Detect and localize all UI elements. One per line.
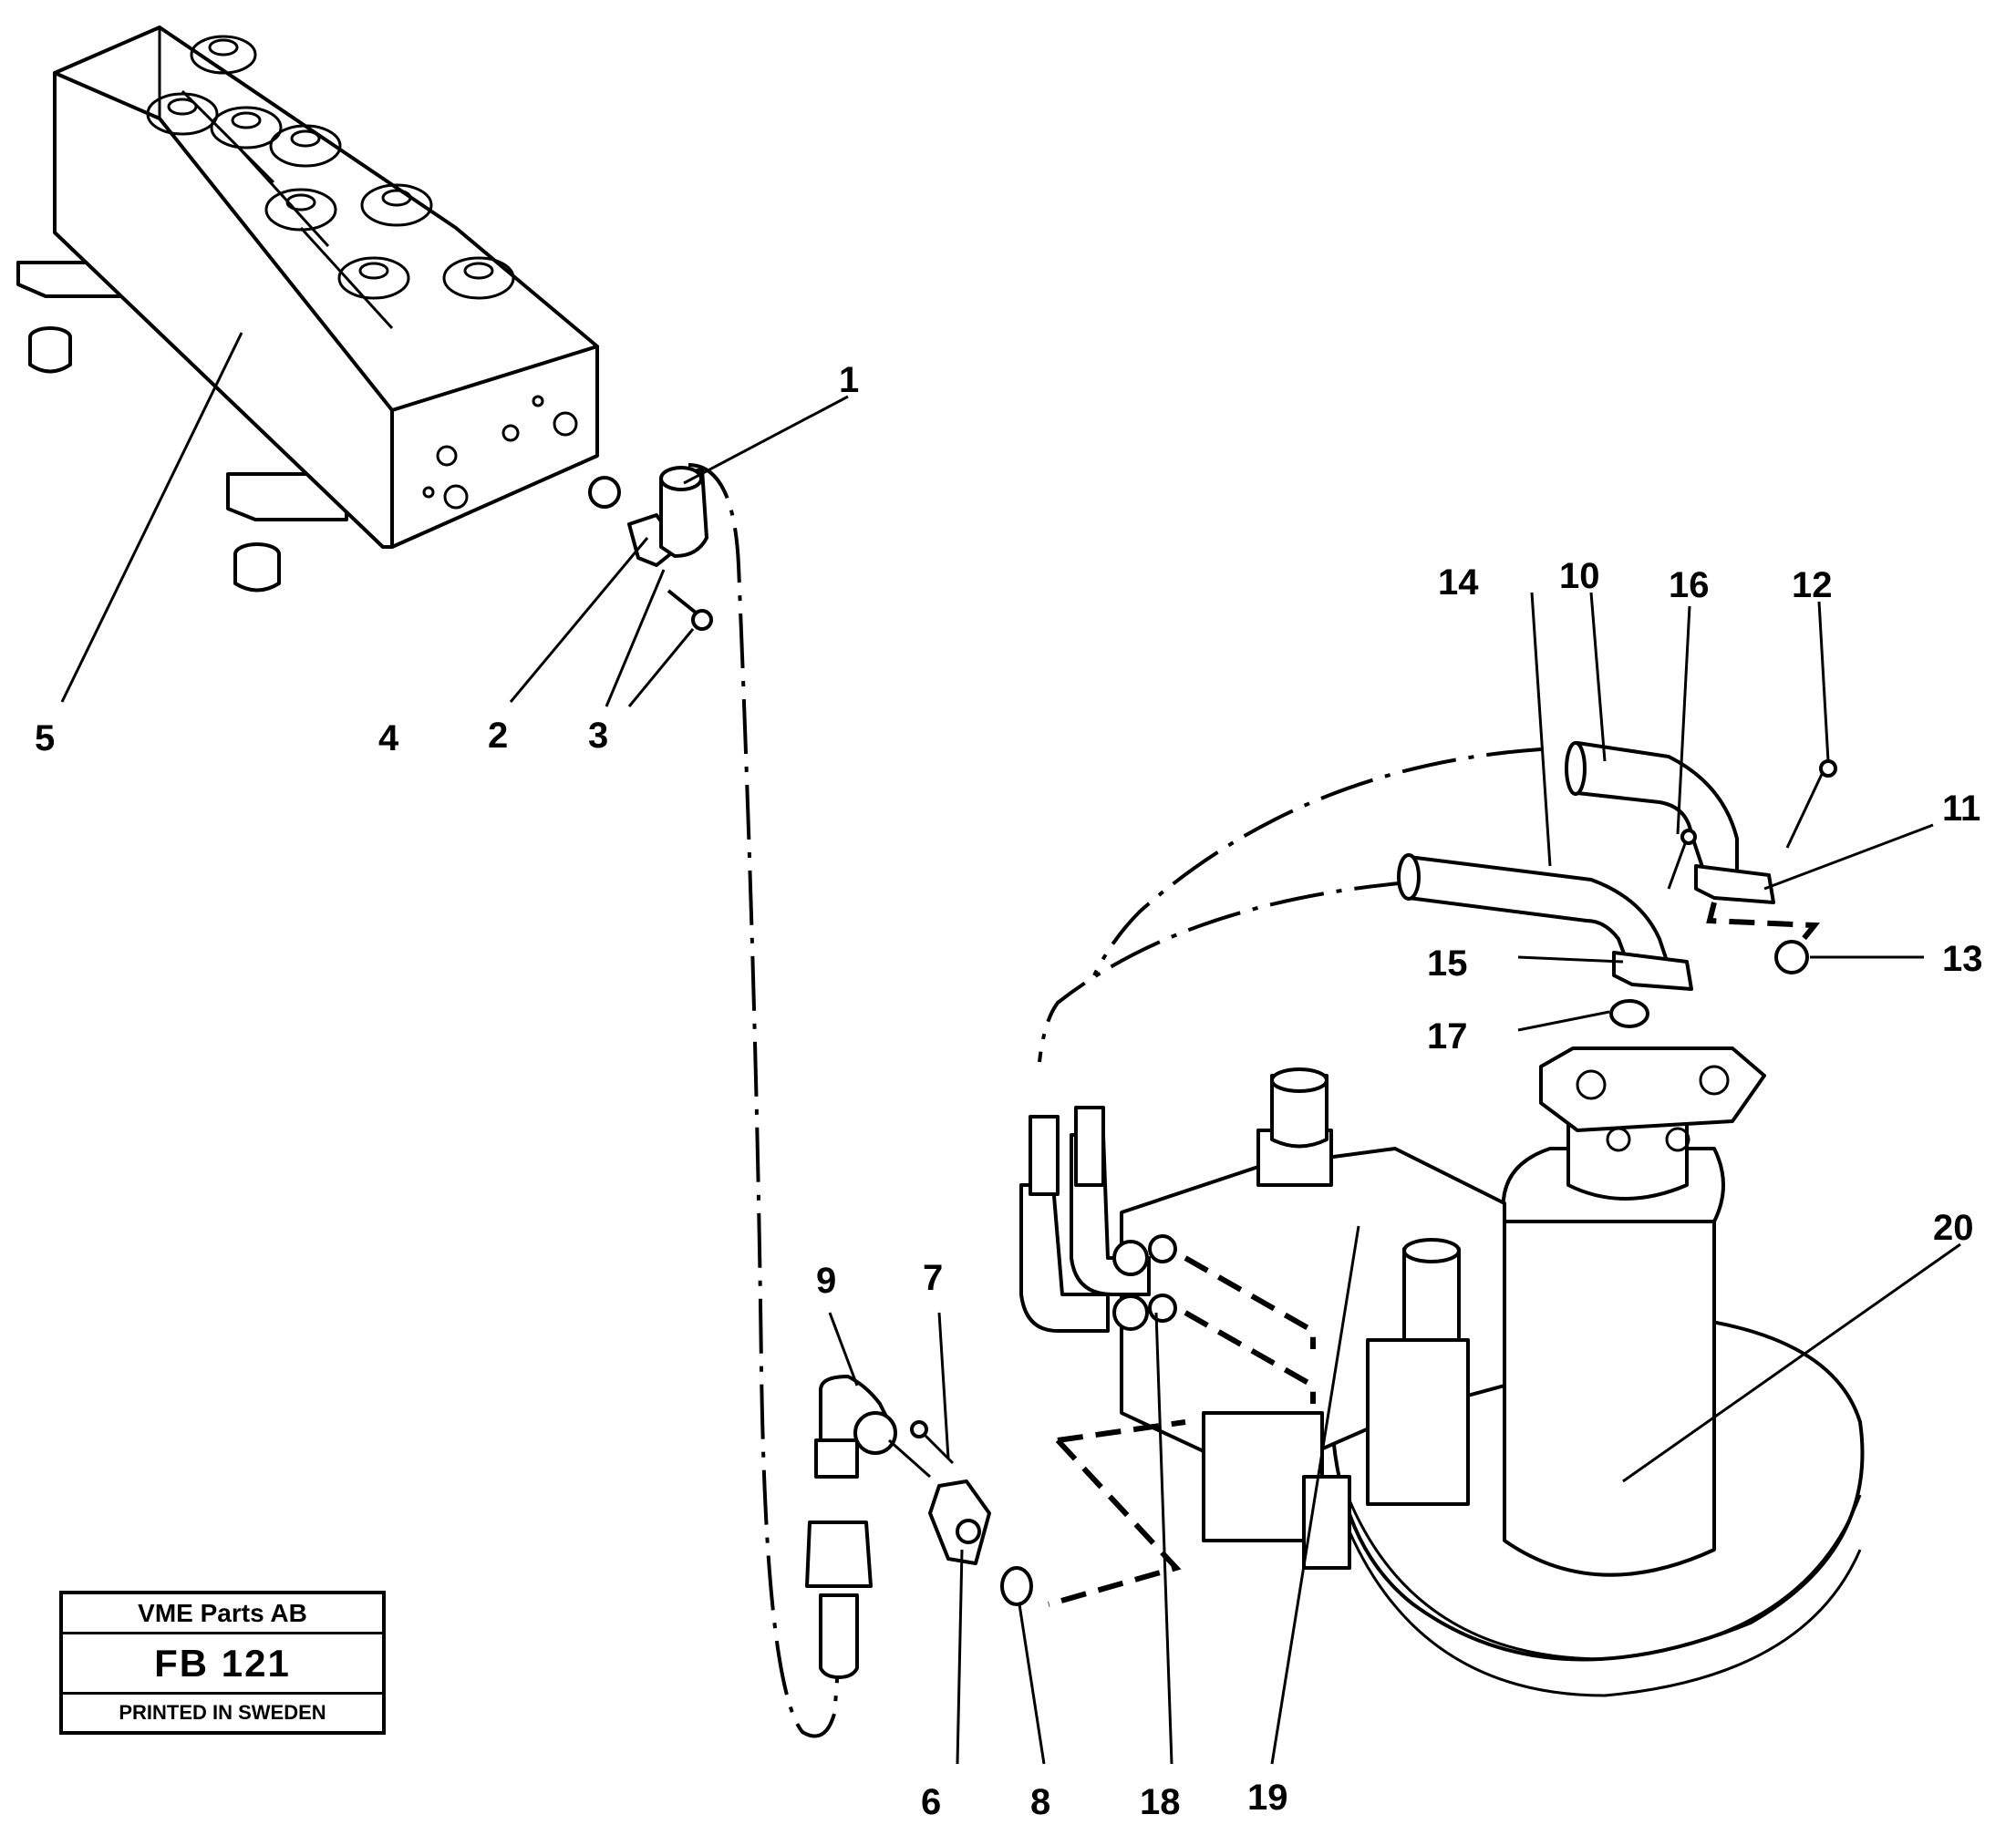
leader-lines (60, 332, 1961, 1765)
motor-hoses (1038, 741, 1837, 1063)
callout-16: 16 (1669, 565, 1710, 605)
company-name: VME Parts AB (63, 1594, 382, 1634)
callout-9: 9 (816, 1261, 836, 1301)
callout-19: 19 (1247, 1778, 1288, 1818)
callout-numbers: 1 2 3 4 5 6 7 8 9 10 11 12 13 14 15 16 1… (35, 360, 1983, 1822)
callout-10: 10 (1559, 556, 1600, 596)
callout-7: 7 (923, 1258, 943, 1298)
callout-14: 14 (1438, 562, 1479, 603)
callout-20: 20 (1933, 1208, 1974, 1248)
callout-3: 3 (588, 716, 608, 756)
callout-15: 15 (1427, 943, 1468, 984)
callout-11: 11 (1942, 789, 1980, 829)
hose-pressure-line (688, 463, 841, 1738)
callout-18: 18 (1140, 1782, 1181, 1822)
callout-2: 2 (488, 716, 508, 756)
lower-fitting-group (805, 1375, 1033, 1679)
callout-17: 17 (1427, 1016, 1468, 1057)
title-block: VME Parts AB FB 121 PRINTED IN SWEDEN (59, 1591, 386, 1735)
callout-12: 12 (1792, 565, 1833, 605)
diagram-code: FB 121 (63, 1634, 382, 1695)
callout-6: 6 (921, 1782, 941, 1822)
callout-4: 4 (378, 718, 399, 758)
callout-5: 5 (35, 718, 55, 758)
callout-13: 13 (1942, 939, 1983, 979)
callout-1: 1 (839, 360, 859, 400)
callout-8: 8 (1030, 1782, 1050, 1822)
valve-fitting-group (588, 466, 713, 631)
control-valve-block (16, 26, 599, 593)
printed-note: PRINTED IN SWEDEN (119, 1701, 326, 1724)
